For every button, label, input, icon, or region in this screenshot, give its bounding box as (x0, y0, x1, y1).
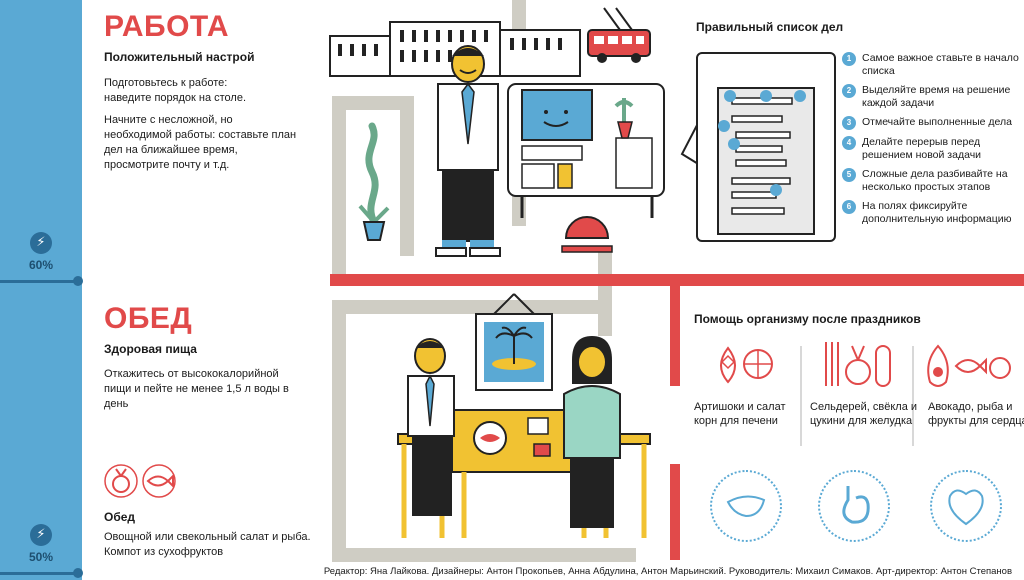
stomach-icon (818, 470, 890, 542)
lunch-woman-illustration (563, 336, 621, 528)
lunch-level-line (0, 572, 82, 575)
work-level-line (0, 280, 82, 283)
heart-icon (930, 470, 1002, 542)
work-level-dot (73, 276, 83, 286)
todo-number-badge: 3 (842, 116, 856, 130)
help-heart-text: Авокадо, рыба и фрукты для сердца (928, 401, 1024, 427)
todo-text: Сложные дела разбивайте на несколько про… (862, 168, 1008, 193)
todo-text: Выделяйте время на решение каждой задачи (862, 84, 1011, 109)
lunch-title: ОБЕД (104, 302, 193, 335)
work-paragraph-2: Начните с несложной, но необходимой рабо… (104, 114, 297, 171)
bolt-icon: ⚡ (30, 524, 52, 546)
todo-number-badge: 6 (842, 200, 856, 214)
picture-frame-illustration (475, 293, 553, 391)
todo-number-badge: 2 (842, 84, 856, 98)
artichoke-icon (720, 346, 773, 384)
list-item: 4 Делайте перерыв перед решением новой за… (842, 136, 1024, 162)
office-desk-illustration (507, 83, 665, 218)
list-item: 1 Самое важное ставьте в начало списка (842, 52, 1024, 78)
help-stomach-text: Сельдерей, свёкла и цукини для желудка (810, 401, 918, 427)
work-subtitle: Положительный настрой (104, 50, 255, 64)
list-item: 5 Сложные дела разбивайте на несколько пр… (842, 168, 1024, 194)
lunch-charge-indicator: ⚡ 50% (0, 524, 82, 564)
trolleybus-illustration (587, 7, 651, 63)
pipe-segment (332, 96, 414, 110)
todo-sheet-illustration (717, 87, 815, 235)
todo-text: Отмечайте выполненные дела (862, 116, 1012, 128)
help-title: Помощь организму после праздников (694, 312, 921, 326)
list-item: 2 Выделяйте время на решение каждой задач… (842, 84, 1024, 110)
pipe-segment (332, 96, 346, 276)
help-liver-text: Артишоки и салат корн для печени (694, 401, 786, 427)
office-building-illustration (329, 21, 581, 77)
todo-text: Делайте перерыв перед решением новой зад… (862, 136, 982, 161)
todo-text: На полях фиксируйте дополнительную инфор… (862, 200, 1012, 225)
todo-number-badge: 1 (842, 52, 856, 66)
red-accent-line (670, 286, 680, 386)
lunch-level-dot (73, 568, 83, 578)
list-item: 3 Отмечайте выполненные дела (842, 116, 1024, 130)
lunch-paragraph: Откажитесь от высококалорийной пищи и пе… (104, 368, 289, 410)
lunch-charge-label: 50% (28, 550, 54, 564)
todo-text: Самое важное ставьте в начало списка (862, 52, 1019, 77)
pipe-segment (598, 246, 612, 336)
plant-illustration (358, 122, 390, 241)
pipe-segment (346, 548, 636, 562)
column-divider (800, 346, 802, 446)
beet-icon (104, 464, 138, 498)
credits-footer: Редактор: Яна Лайкова. Дизайнеры: Антон … (323, 566, 1012, 577)
avocado-fish-fruit-icon (927, 344, 1011, 387)
office-man-illustration (435, 45, 501, 257)
energy-sidebar (0, 0, 82, 580)
fish-icon (142, 464, 176, 498)
pipe-segment (332, 300, 612, 314)
work-title: РАБОТА (104, 10, 230, 43)
pipe-segment (332, 300, 346, 562)
pipe-segment (400, 96, 414, 256)
todo-number-badge: 5 (842, 168, 856, 182)
menu-text: Овощной или свекольный салат и рыба. Ком… (104, 531, 311, 558)
list-item: 6 На полях фиксируйте дополнительную инфо… (842, 200, 1024, 226)
todo-number-badge: 4 (842, 136, 856, 150)
lunch-man-illustration (407, 338, 455, 516)
bolt-icon: ⚡ (30, 232, 52, 254)
work-paragraph-1: Подготовьтесь к работе: наведите порядок… (104, 77, 247, 104)
menu-title: Обед (104, 510, 136, 524)
lunch-subtitle: Здоровая пища (104, 342, 197, 356)
section-divider (330, 274, 1024, 286)
todo-title: Правильный список дел (696, 20, 844, 34)
column-divider (912, 346, 914, 446)
work-charge-indicator: ⚡ 60% (0, 232, 82, 272)
work-charge-label: 60% (28, 258, 54, 272)
celery-beet-zucchini-icon (825, 342, 891, 387)
liver-icon (710, 470, 782, 542)
red-accent-line (670, 464, 680, 560)
chair-illustration (561, 216, 613, 253)
